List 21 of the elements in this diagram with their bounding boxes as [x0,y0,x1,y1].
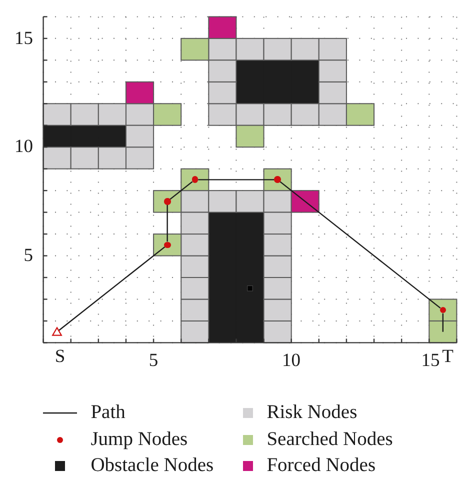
path-line [442,313,444,332]
path-line [166,204,168,242]
legend-label: Forced Nodes [266,456,376,476]
legend-label: Obstacle Nodes [90,456,214,476]
path-line [58,246,166,331]
axis-tick-label: T [442,347,454,366]
legend-label: Searched Nodes [266,430,393,450]
path-line [280,181,441,309]
axis-tick-label: 10 [14,138,33,157]
legend-label: Path [90,403,126,423]
axis-tick-label: 15 [421,352,440,370]
start-triangle-marker [52,327,62,336]
axis-tick-label: S [54,347,66,366]
axis-tick-label: 5 [24,246,33,266]
axis-tick-label: 15 [14,29,33,48]
legend-label: Jump Nodes [90,430,188,450]
axis-tick-label: 10 [282,352,301,370]
legend-label: Risk Nodes [266,403,358,423]
path-line [198,179,274,180]
path-line [170,181,193,200]
axis-tick-label: 5 [148,352,158,370]
